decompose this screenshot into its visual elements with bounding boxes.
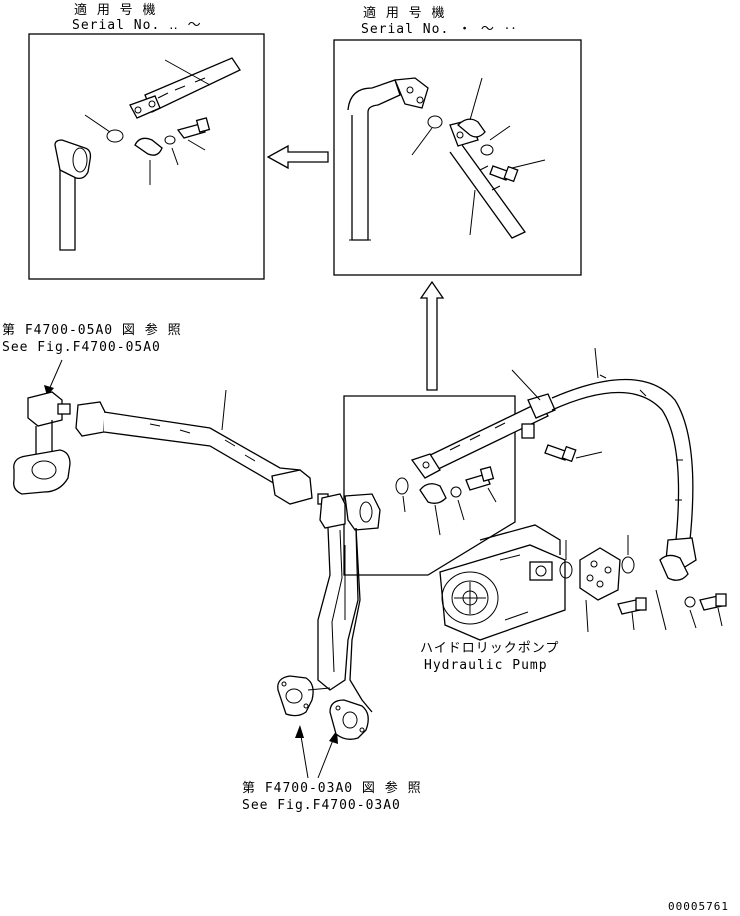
drawing-number: 00005761 — [668, 900, 729, 913]
ref-arrow-bottom-left-icon — [295, 725, 309, 779]
detail-region-frame — [343, 395, 516, 576]
arrow-left-icon — [266, 144, 329, 170]
pump-label-en: Hydraulic Pump — [424, 658, 548, 673]
inset-left-parts — [54, 57, 241, 251]
pump-label-jp: ハイドロリックポンプ — [420, 641, 560, 656]
inset-right-frame — [333, 39, 582, 276]
ref-top-left-en: See Fig.F4700-05A0 — [2, 340, 161, 355]
hose-right-loop — [511, 347, 697, 581]
hydraulic-pump — [439, 524, 566, 641]
ref-bottom-jp: 第 F4700-03A0 図 参 照 — [242, 781, 422, 796]
inset-left-applicability-label: 適 用 号 機 — [74, 3, 157, 18]
ref-arrow-bottom-right-icon — [317, 730, 338, 779]
left-pipe-block — [13, 391, 71, 495]
bolt-upper-right — [544, 444, 603, 463]
ref-bottom-en: See Fig.F4700-03A0 — [242, 798, 401, 813]
inset-right-applicability-label: 適 用 号 機 — [363, 6, 446, 21]
center-connector — [317, 493, 381, 531]
pump-side-parts — [559, 535, 727, 633]
inset-right-serial-label: Serial No. ・ ～ ‥ — [361, 22, 518, 37]
inset-left-serial-label: Serial No. ‥ ～ — [72, 18, 202, 33]
arrow-up-icon — [419, 280, 445, 391]
ref-arrow-top-left-icon — [44, 359, 63, 396]
down-pipes — [277, 527, 373, 740]
hose-long-left — [75, 389, 313, 505]
ref-top-left-jp: 第 F4700-05A0 図 参 照 — [2, 323, 182, 338]
detail-parts — [395, 401, 549, 536]
inset-left-frame — [28, 33, 265, 280]
inset-right-parts — [347, 77, 546, 241]
